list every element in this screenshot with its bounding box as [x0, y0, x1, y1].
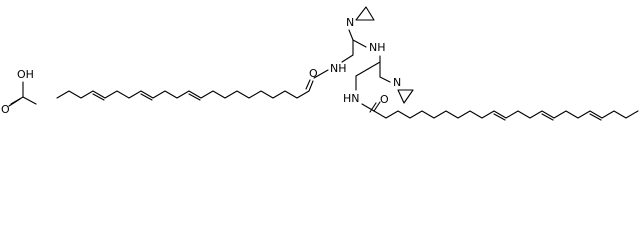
bond [373, 101, 381, 112]
bond [313, 69, 329, 79]
bond [379, 76, 391, 83]
amine-label: NH [369, 41, 386, 54]
top-acyl-chain: O NH [56, 54, 354, 101]
aziridine-ring [397, 89, 414, 104]
bottom-amide-oxygen-label: O [380, 93, 389, 106]
bond [355, 68, 369, 77]
bond [341, 54, 354, 63]
bottom-acyl-chain: O [361, 93, 639, 121]
top-amide-oxygen-label: O [309, 67, 318, 80]
bond [305, 79, 311, 90]
bond [367, 61, 381, 70]
bond [8, 98, 21, 107]
hydroxyl-label: OH [17, 68, 34, 81]
bond [348, 29, 354, 41]
bond [493, 113, 506, 121]
bond [352, 39, 367, 48]
top-aziridine-nitrogen-label: N [346, 16, 354, 29]
bond [373, 110, 639, 119]
bottom-amide-nh-label: HN [343, 92, 360, 105]
structure-canvas: OH O O NH N NH N HN [1, 6, 639, 121]
bond [361, 103, 375, 112]
bond [188, 93, 201, 101]
bond [541, 113, 554, 121]
top-aziridine-branch: N NH [346, 6, 386, 63]
bond [22, 96, 37, 105]
acetic-acid: OH O [1, 68, 37, 116]
aziridine-ring [355, 6, 375, 21]
top-amide-nh-label: NH [330, 62, 347, 75]
bond [140, 93, 153, 101]
bottom-aziridine-nitrogen-label: N [393, 76, 401, 89]
bond [92, 93, 105, 101]
chemical-structure: OH O O NH N NH N HN [1, 6, 639, 121]
bond [589, 113, 602, 121]
acid-oxygen-label: O [1, 103, 10, 116]
bottom-aziridine-branch: N HN [343, 61, 414, 105]
bond [56, 80, 314, 99]
bond [369, 102, 377, 113]
